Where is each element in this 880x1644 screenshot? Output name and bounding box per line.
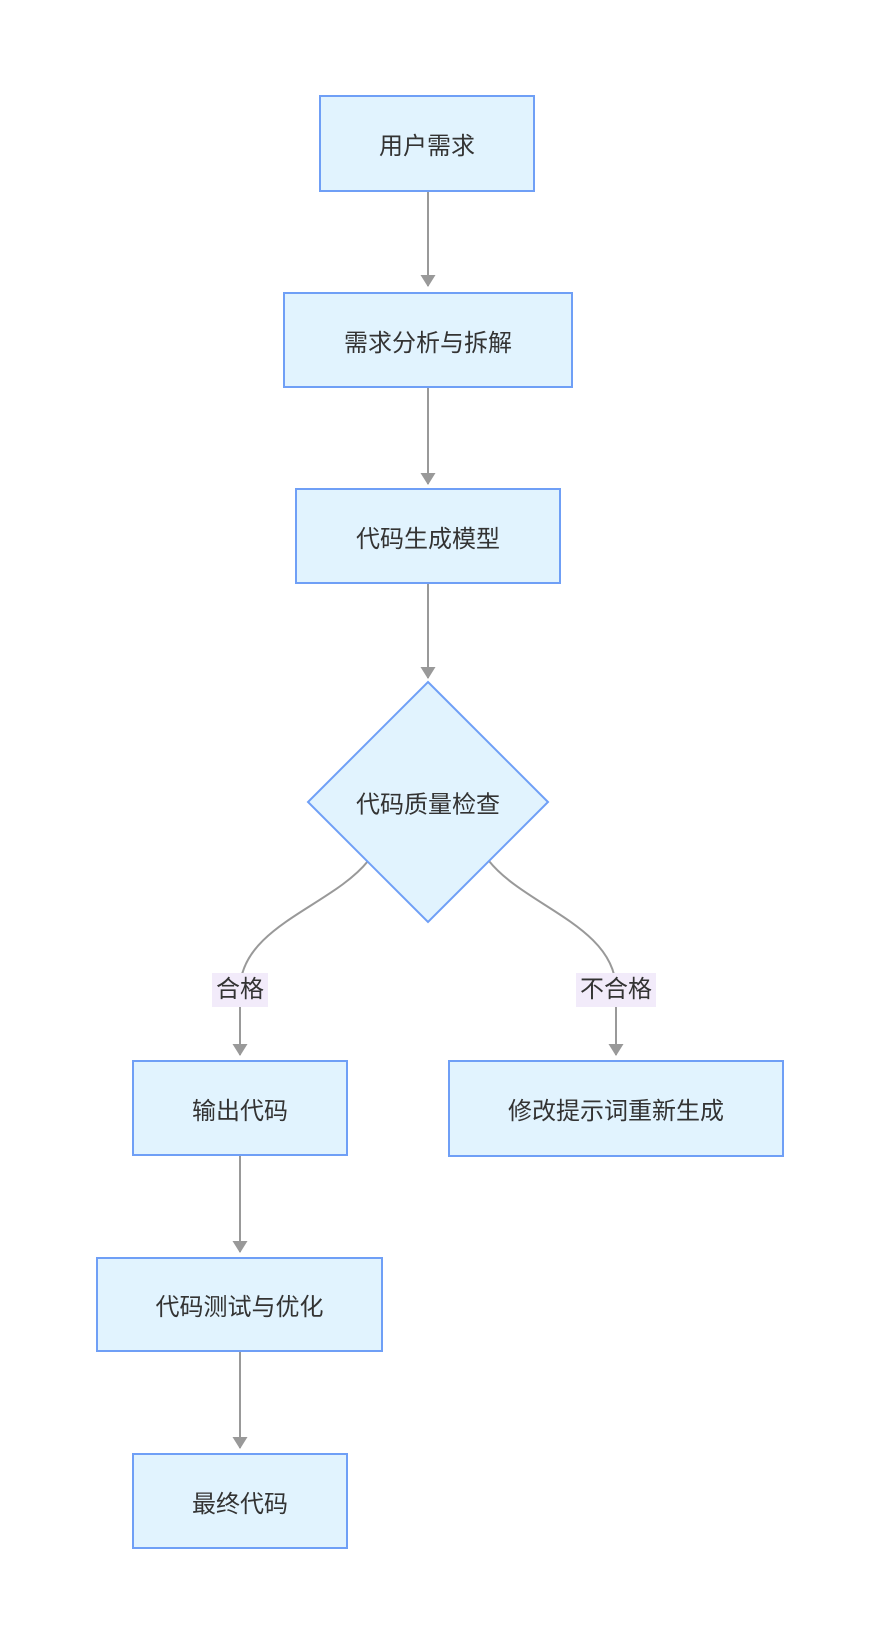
node-label: 需求分析与拆解 <box>344 329 512 357</box>
node-requirement-analysis: 需求分析与拆解 <box>283 292 573 388</box>
node-code-generation-model: 代码生成模型 <box>295 488 561 584</box>
edge-label-qualified: 合格 <box>212 973 268 1007</box>
node-label: 用户需求 <box>379 133 475 160</box>
node-label: 修改提示词重新生成 <box>508 1098 724 1125</box>
node-label: 最终代码 <box>192 1490 288 1518</box>
node-modify-prompt-regenerate: 修改提示词重新生成 <box>448 1060 784 1157</box>
node-label: 代码生成模型 <box>356 525 500 553</box>
node-final-code: 最终代码 <box>132 1453 348 1549</box>
node-user-requirement: 用户需求 <box>319 95 535 192</box>
node-code-quality-check-label: 代码质量检查 <box>356 791 500 819</box>
node-label: 代码测试与优化 <box>155 1294 324 1321</box>
node-code-quality-check-diamond <box>306 680 550 924</box>
edge-label-unqualified: 不合格 <box>576 973 656 1007</box>
node-output-code: 输出代码 <box>132 1060 348 1156</box>
edge-code-quality-check-to-output-code <box>232 860 369 1056</box>
node-code-test-optimize: 代码测试与优化 <box>96 1257 383 1352</box>
node-label: 输出代码 <box>192 1097 288 1125</box>
edge-code-quality-check-to-modify-prompt-regenerate <box>488 860 624 1056</box>
